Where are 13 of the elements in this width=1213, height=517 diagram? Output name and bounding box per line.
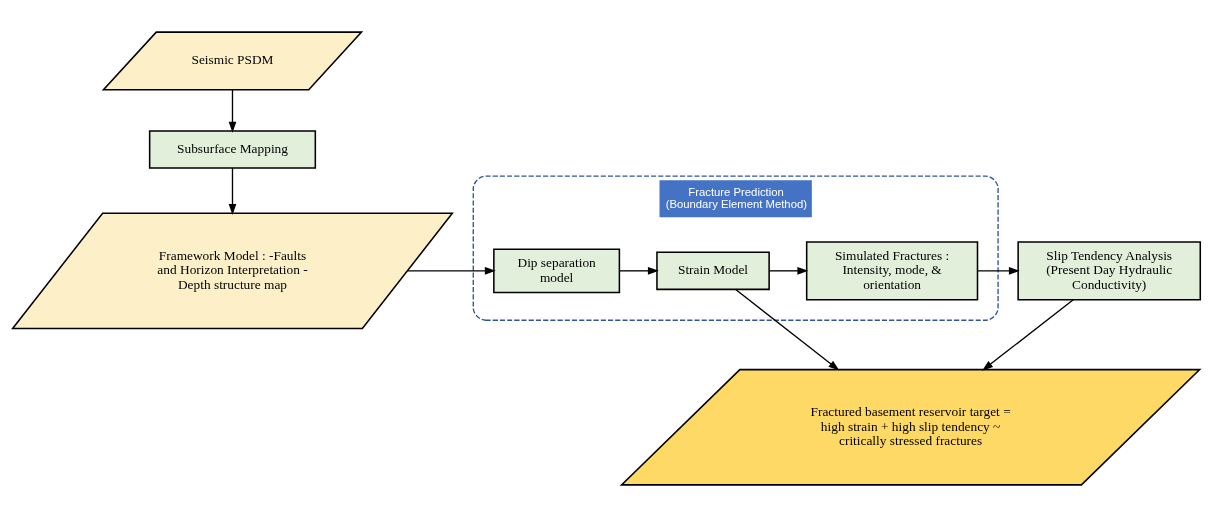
arrow [228, 89, 237, 133]
arrow [977, 267, 1020, 275]
arrow [618, 267, 659, 275]
arrow [982, 299, 1074, 371]
arrow [228, 167, 237, 216]
node-box: Simulated Fractures : Intensity, mode, & orientation [805, 241, 979, 301]
arrow [735, 288, 840, 371]
node-box: Slip Tendency Analysis (Present Day Hydraulic Conductivity) [1017, 241, 1202, 301]
node-box: Dip separation model [493, 248, 621, 294]
arrow [768, 267, 809, 275]
node-box: Strain Model [656, 251, 770, 291]
arrow [406, 267, 496, 275]
node-box: Subsurface Mapping [148, 130, 317, 169]
